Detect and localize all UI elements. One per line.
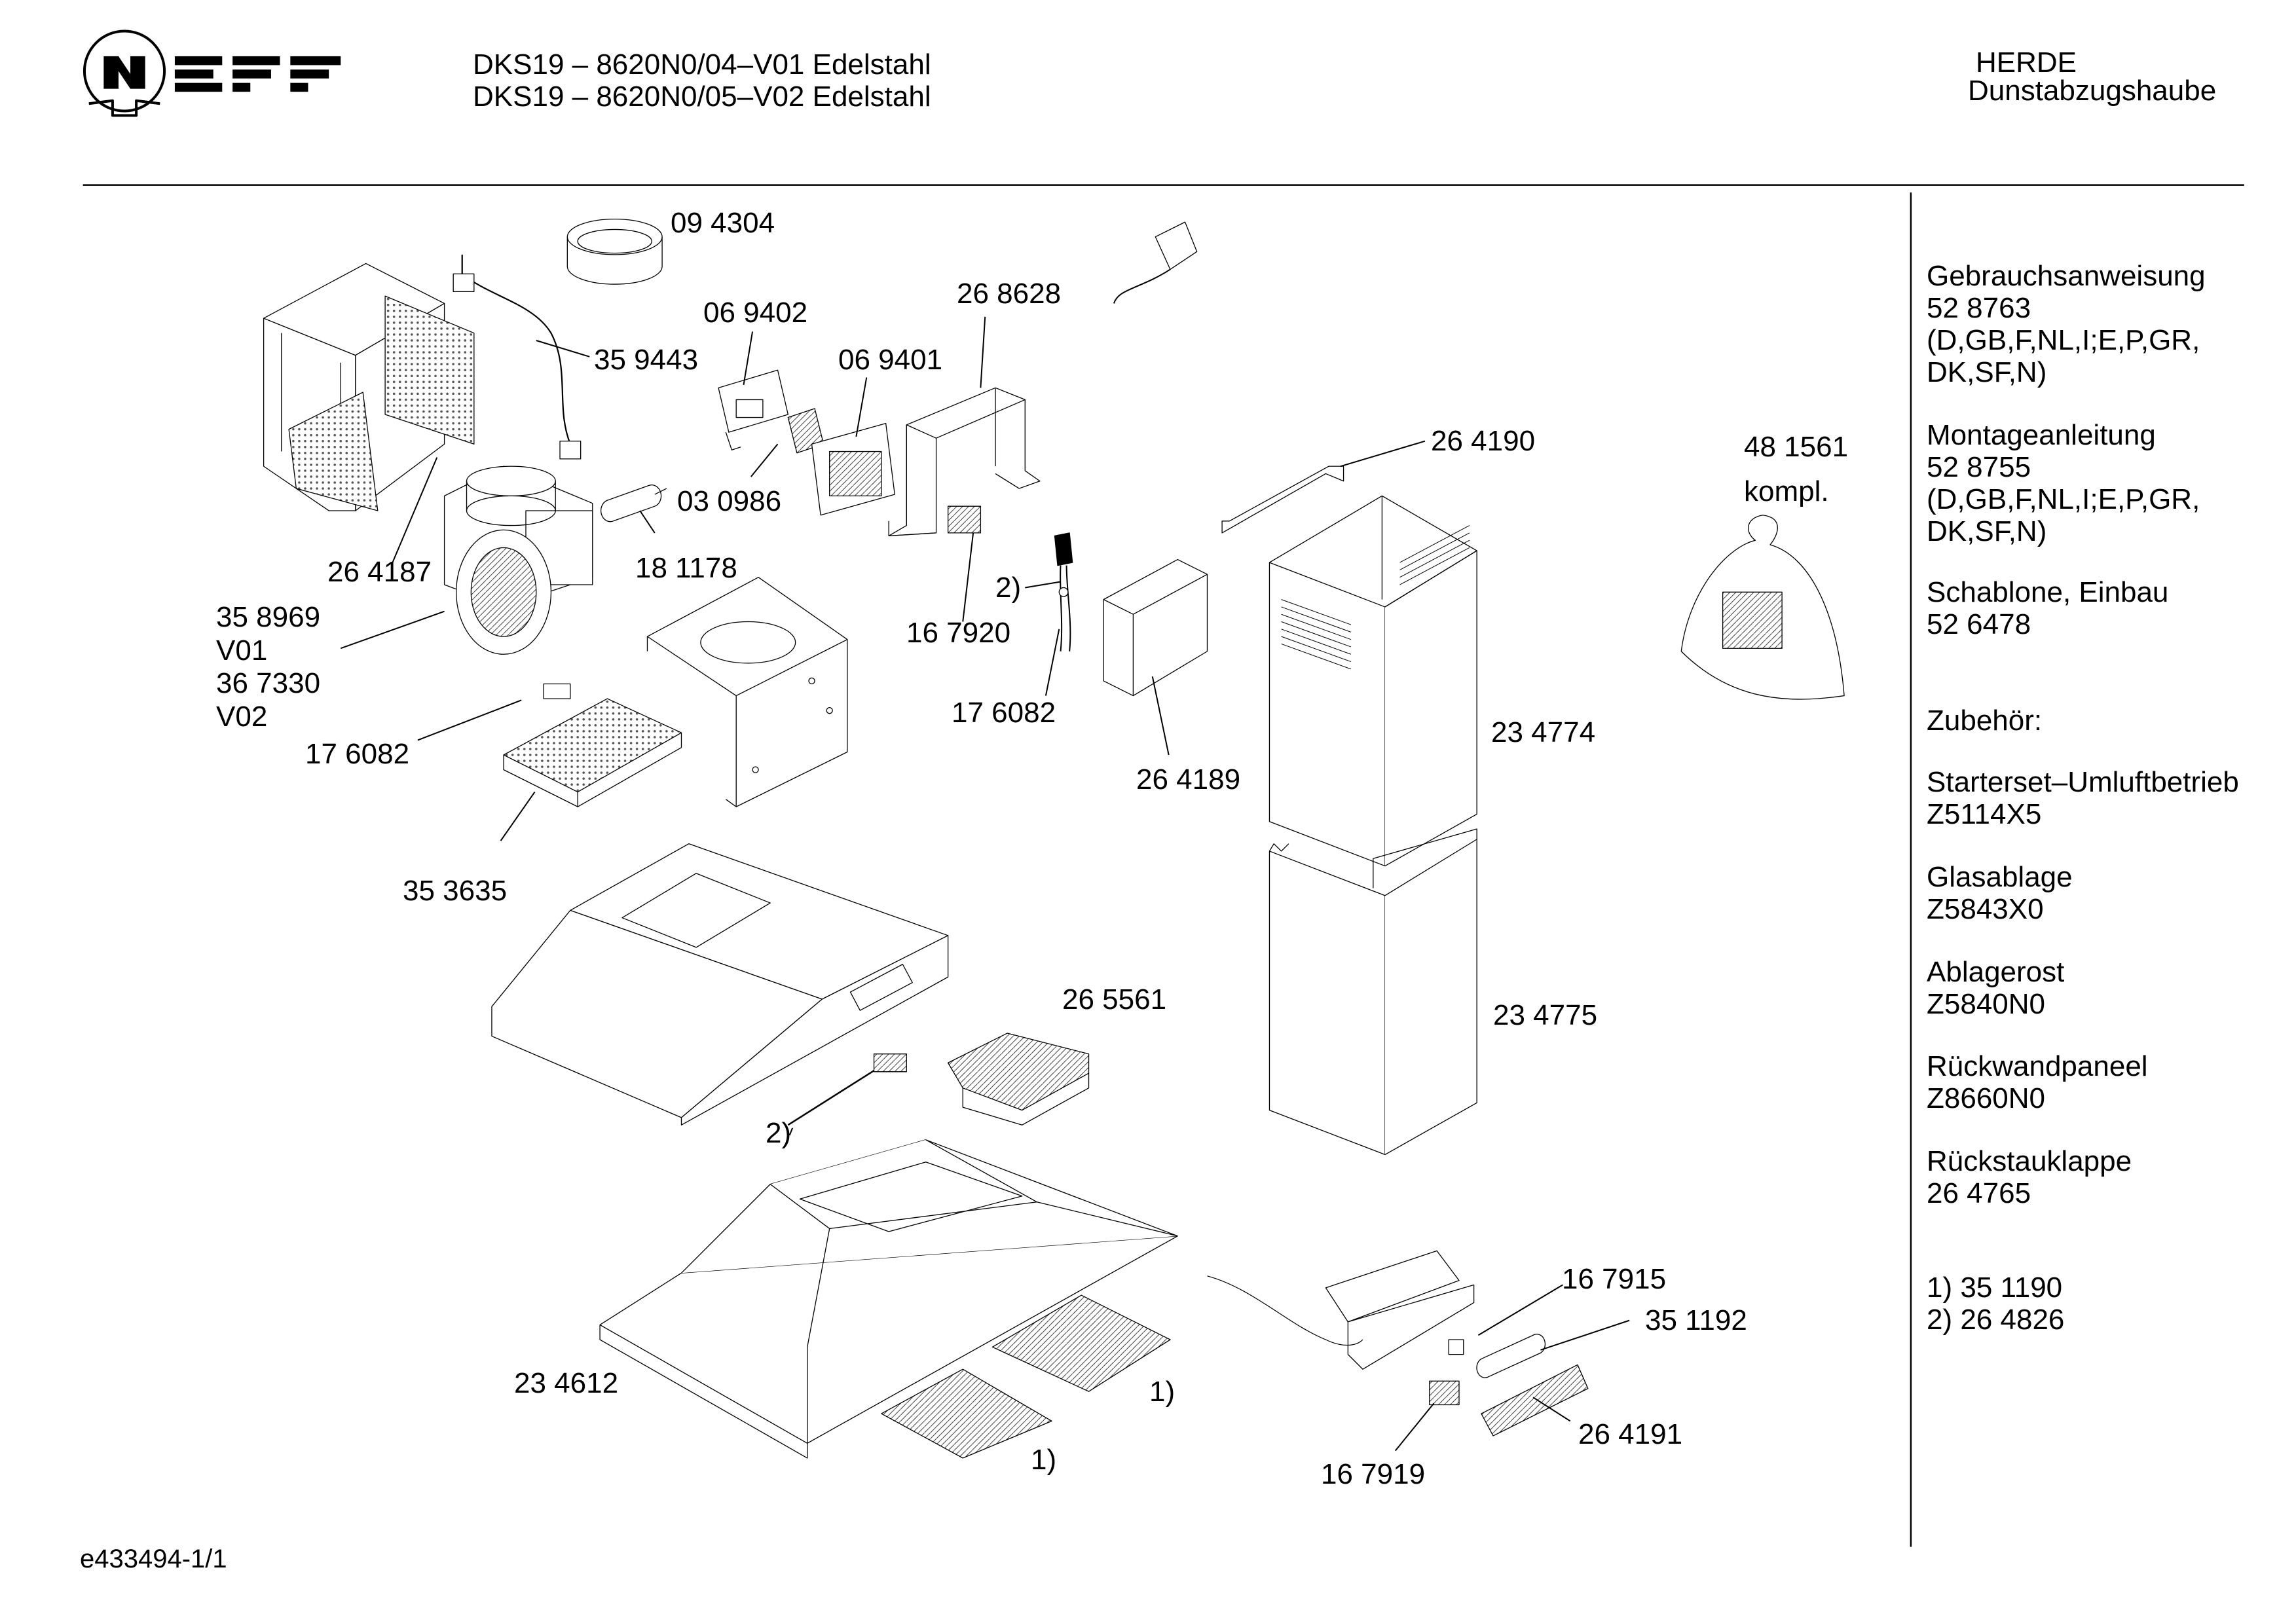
mounting-languages: (D,GB,F,NL,I;E,P,GR, DK,SF,N) xyxy=(1927,483,2200,547)
part-label: 16 7920 xyxy=(906,617,1011,649)
part-label: 26 4189 xyxy=(1136,763,1241,796)
grease-filter-mesh-b xyxy=(289,392,378,511)
lower-grease-filter-a xyxy=(881,1369,1052,1458)
chimney-upper xyxy=(1269,496,1477,866)
accessory-bag xyxy=(1681,515,1844,699)
accessory-name: Rückwandpaneel xyxy=(1927,1050,2148,1082)
lamp-cover xyxy=(948,1033,1089,1125)
neff-logo xyxy=(84,31,341,115)
part-label: 17 6082 xyxy=(305,738,410,770)
footnote-2: 2) 26 4826 xyxy=(1927,1304,2065,1336)
manual-title: Gebrauchsanweisung xyxy=(1927,260,2206,292)
chimney-lower xyxy=(1269,829,1477,1154)
template-number: 52 6478 xyxy=(1927,608,2031,640)
capacitor xyxy=(601,485,667,522)
part-label: 48 1561 xyxy=(1744,431,1849,463)
accessory-name: Ablagerost xyxy=(1927,956,2065,988)
model-line-2: DKS19 – 8620N0/05–V02 Edelstahl xyxy=(473,81,931,113)
template-title: Schablone, Einbau xyxy=(1927,576,2169,608)
part-label: 36 7330 xyxy=(216,667,321,699)
part-label: 09 4304 xyxy=(671,207,775,239)
accessory-number: Z8660N0 xyxy=(1927,1082,2046,1114)
mounting-number: 52 8755 xyxy=(1927,451,2031,483)
accessory-name: Glasablage xyxy=(1927,861,2073,893)
accessory-number: Z5114X5 xyxy=(1927,798,2042,830)
part-label: 23 4775 xyxy=(1493,999,1598,1031)
part-label: 35 1192 xyxy=(1645,1304,1747,1336)
accessory-name: Starterset–Umluftbetrieb xyxy=(1927,766,2239,798)
control-board-holder xyxy=(718,370,895,515)
part-label: 03 0986 xyxy=(677,485,782,517)
footnote-marker: 2) xyxy=(995,572,1022,604)
manual-number: 52 8763 xyxy=(1927,292,2031,324)
part-label: 26 4190 xyxy=(1431,425,1536,457)
part-label: 23 4774 xyxy=(1491,716,1596,748)
fan-mounting-plate xyxy=(647,577,847,807)
part-label: 06 9401 xyxy=(838,344,943,376)
category-label: HERDE xyxy=(1976,46,2077,79)
lower-grease-filter-b xyxy=(992,1295,1170,1391)
accessory-number: Z5840N0 xyxy=(1927,988,2046,1020)
part-label: 23 4612 xyxy=(514,1367,619,1399)
variant-label: V01 xyxy=(216,634,268,667)
lamp-housing xyxy=(1207,1251,1473,1369)
terminal-wiring xyxy=(1054,533,1072,651)
grease-filter-mesh-a xyxy=(385,296,474,444)
part-label: 18 1178 xyxy=(635,552,737,584)
part-label: 26 4191 xyxy=(1578,1418,1683,1450)
halogen-lamp xyxy=(1477,1334,1545,1378)
part-label: 35 9443 xyxy=(594,344,699,376)
lower-canopy xyxy=(600,1140,1177,1458)
lamp-glass xyxy=(1481,1365,1588,1436)
duct-ring xyxy=(567,219,662,284)
product-label: Dunstabzugshaube xyxy=(1968,75,2217,107)
carbon-filter xyxy=(504,684,681,807)
accessory-number: Z5843X0 xyxy=(1927,893,2044,925)
part-label: 06 9402 xyxy=(703,297,808,329)
wire-harness-lower xyxy=(788,1069,877,1125)
footnote-marker: 1) xyxy=(1031,1444,1057,1476)
accessory-number: 26 4765 xyxy=(1927,1177,2031,1209)
part-label: 26 4187 xyxy=(327,556,432,588)
charcoal-pad xyxy=(1103,560,1207,696)
lamp-socket xyxy=(1449,1340,1464,1355)
power-plug xyxy=(1114,222,1197,303)
kompl-label: kompl. xyxy=(1744,475,1829,507)
part-label: 16 7919 xyxy=(1321,1458,1426,1490)
part-label: 35 8969 xyxy=(216,601,321,633)
chimney-bracket xyxy=(1222,466,1343,533)
part-label: 16 7915 xyxy=(1562,1263,1667,1295)
part-label: 26 5561 xyxy=(1062,983,1167,1016)
cable-harness xyxy=(462,255,570,444)
leader-lines xyxy=(341,317,1629,1451)
footnote-marker: 1) xyxy=(1149,1376,1176,1408)
part-label: 26 8628 xyxy=(957,278,1062,310)
accessories-title: Zubehör: xyxy=(1927,705,2043,737)
model-line-1: DKS19 – 8620N0/04–V01 Edelstahl xyxy=(473,48,931,81)
accessory-name: Rückstauklappe xyxy=(1927,1145,2132,1177)
part-label: 17 6082 xyxy=(952,697,1056,729)
footnote-marker: 2) xyxy=(766,1117,792,1149)
variant-label: V02 xyxy=(216,701,268,733)
upper-canopy xyxy=(492,844,948,1126)
footnote-1: 1) 35 1190 xyxy=(1927,1272,2063,1304)
document-id: e433494-1/1 xyxy=(80,1545,227,1573)
blower-fan xyxy=(445,466,593,654)
part-label: 35 3635 xyxy=(403,875,508,907)
mounting-title: Montageanleitung xyxy=(1927,419,2156,451)
manual-languages: (D,GB,F,NL,I;E,P,GR, DK,SF,N) xyxy=(1927,324,2200,388)
mounting-bracket xyxy=(889,388,1040,536)
lamp-switch xyxy=(1430,1381,1459,1404)
